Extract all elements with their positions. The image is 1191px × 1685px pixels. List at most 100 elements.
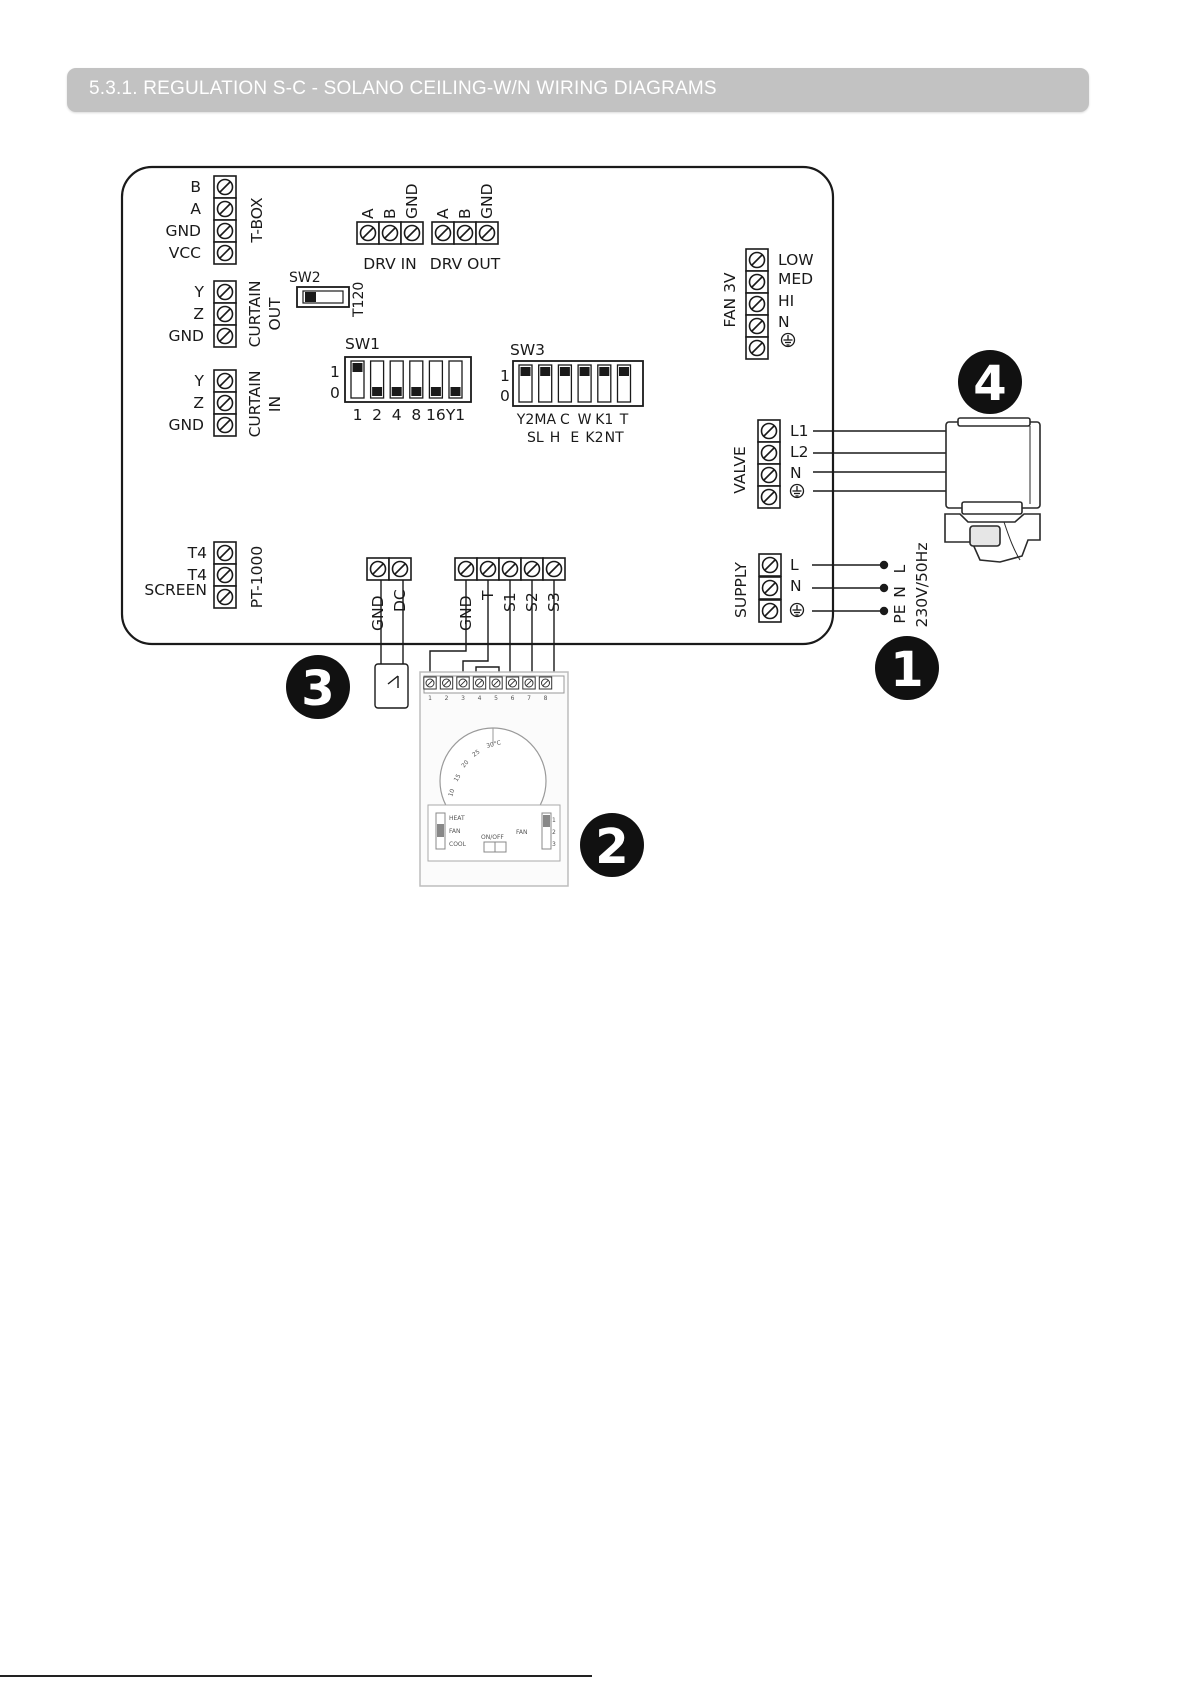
curtain-in-pin-label: Z	[193, 394, 204, 412]
thermostat-terminal-number: 2	[445, 695, 449, 702]
sw3-top-label: K1	[595, 412, 613, 428]
valve-pin-label: L1	[790, 422, 809, 440]
section-title: 5.3.1. REGULATION S-C - SOLANO CEILING-W…	[89, 78, 717, 99]
pt1000-pin-label: SCREEN	[144, 581, 207, 599]
sw2-switch: SW2 T120	[289, 270, 367, 318]
supply-pin-label: N	[790, 577, 802, 595]
sw1-level-off: 0	[330, 384, 340, 402]
tbox-label: T-BOX	[248, 197, 266, 244]
ground-icon	[789, 602, 805, 618]
sw3-lever	[559, 367, 570, 376]
mode-label: HEAT	[449, 815, 465, 822]
fan-speed-number: 2	[552, 829, 556, 836]
valve-wires	[813, 430, 948, 492]
thermostat-terminal-number: 3	[461, 695, 465, 702]
callout-4: 4	[958, 350, 1022, 414]
drv-out-pin-label: A	[434, 208, 452, 219]
supply-wires	[812, 560, 889, 616]
valve-label: VALVE	[731, 446, 749, 494]
sw3-label: SW3	[510, 341, 545, 359]
valve-terminal-block: VALVE L1 L2 N	[731, 419, 809, 509]
fan-speed-number: 3	[552, 841, 556, 848]
thermostat-terminal-number: 5	[494, 695, 498, 702]
sw1-switch-label: 16	[426, 406, 446, 424]
thermostat-terminal-screw	[423, 676, 437, 690]
curtain-out-pin-label: Y	[194, 283, 205, 301]
sw3-lever	[599, 367, 610, 376]
curtain-in-pin-label: GND	[168, 416, 204, 434]
supply-line-label: N	[891, 586, 909, 598]
sw1-switch-label: Y1	[445, 406, 465, 424]
thermostat-terminal-screw	[489, 676, 503, 690]
sw3-lever	[540, 367, 551, 376]
thermostat-terminal-screw	[522, 676, 536, 690]
pt1000-label: PT-1000	[248, 546, 266, 608]
sw3-bottom-label: H	[550, 430, 561, 446]
supply-rating: 230V/50Hz	[913, 543, 931, 628]
fan-pin-label: HI	[778, 292, 794, 310]
drv-in-label: DRV IN	[363, 255, 417, 273]
drv-out-pin-label: B	[456, 208, 474, 219]
sw3-lever	[619, 367, 629, 376]
curtain-in-label: IN	[266, 396, 284, 412]
sw3-top-label: C	[560, 412, 570, 428]
fan-terminal-block: FAN 3V LOW MED HI N	[721, 248, 814, 360]
dc-block-pin-label: GND	[369, 595, 387, 631]
callout-3: 3	[286, 655, 350, 719]
sw3-level-on: 1	[500, 367, 510, 385]
sw1-lever	[450, 387, 461, 396]
callout-number: 2	[595, 819, 628, 875]
drv-out-pin-label: GND	[478, 183, 496, 219]
thermostat-terminal-number: 6	[511, 695, 515, 702]
curtain-in-label: CURTAIN	[246, 371, 264, 438]
sw1-label: SW1	[345, 335, 380, 353]
thermostat-terminal-screw	[456, 676, 470, 690]
mode-label: COOL	[449, 841, 467, 848]
thermostat-terminal-screw	[505, 676, 520, 690]
pt1000-pin-label: T4	[187, 566, 207, 584]
sw1-lever	[411, 387, 422, 396]
tbox-pin-label: GND	[165, 222, 201, 240]
thermostat-terminal-number: 7	[527, 695, 531, 702]
tbox-pin-label: A	[190, 200, 201, 218]
sw3-top-label: MA	[534, 412, 556, 428]
drv-in-pin-label: B	[381, 208, 399, 219]
dial-label: 15	[453, 773, 463, 783]
fan-speed-label: FAN	[516, 829, 528, 836]
sw3-lever	[579, 367, 590, 376]
curtain-out-pin-label: GND	[168, 327, 204, 345]
sw1-lever	[391, 387, 402, 396]
sw3-bottom-label: NT	[605, 430, 624, 446]
contact-switch	[374, 580, 409, 709]
valve-pin-label: N	[790, 464, 802, 482]
page-bottom-rule	[0, 1675, 592, 1677]
sw3-top-label: W	[578, 412, 592, 428]
sw1-switch-label: 4	[392, 406, 402, 424]
supply-terminal-block: SUPPLY L N	[732, 553, 805, 623]
sw3-top-label: Y2	[516, 412, 534, 428]
thermostat-terminal-screw	[538, 676, 553, 690]
sw3-bottom-label: SL	[527, 430, 544, 446]
sw1-switch-label: 1	[353, 406, 363, 424]
curtain-in-pin-label: Y	[194, 372, 205, 390]
sw3-top-label: T	[619, 412, 629, 428]
pt1000-terminal-block: T4 T4 SCREEN PT-1000	[144, 541, 266, 609]
callout-1: 1	[875, 636, 939, 700]
ground-icon	[780, 332, 796, 348]
dial-label: 25	[471, 748, 481, 758]
dc-terminal-block: GND DC	[366, 557, 412, 631]
supply-line-label: PE	[891, 604, 909, 623]
valve-actuator	[944, 417, 1041, 563]
pt1000-pin-label: T4	[187, 544, 207, 562]
sw3-bottom-label: K2	[585, 430, 603, 446]
thermostat-terminal-number: 4	[478, 695, 482, 702]
curtain-out-terminal-block: Y Z GND CURTAIN OUT	[168, 280, 284, 348]
fan-pin-label: N	[778, 313, 790, 331]
ground-icon	[789, 483, 805, 499]
curtain-in-terminal-block: Y Z GND CURTAIN IN	[168, 369, 284, 438]
thermostat-terminal-number: 8	[544, 695, 548, 702]
callout-number: 4	[973, 356, 1006, 412]
sw2-sub-label: T120	[351, 282, 367, 318]
